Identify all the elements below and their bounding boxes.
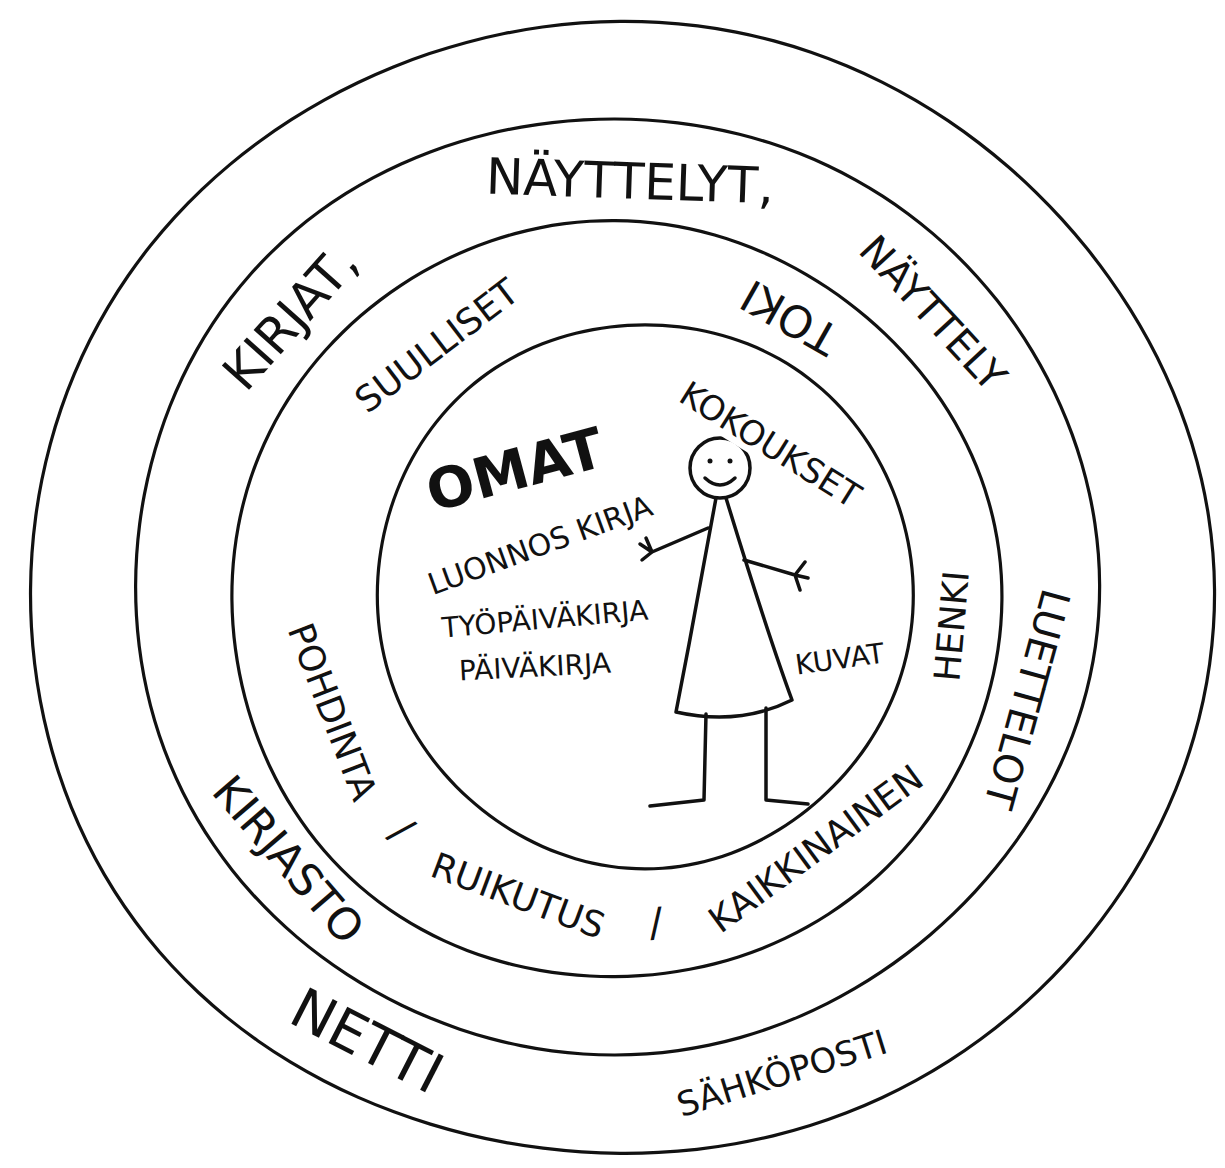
figure-right-leg xyxy=(766,708,808,804)
ring-label: TOKI xyxy=(730,269,849,365)
ring-line xyxy=(377,325,913,869)
center-circle: OMATKOKOUKSETLUONNOS KIRJATYÖPÄIVÄKIRJAP… xyxy=(377,323,913,867)
ring-line xyxy=(232,221,1002,977)
outer-ring: NETTI SÄHKÖPOSTI KIRJAT, NÄYTTELYT, NÄYTTELY… xyxy=(28,24,1212,1156)
figure-eye xyxy=(708,459,713,464)
ring-label: PÄIVÄKIRJA xyxy=(455,648,614,687)
ring-label: NETTI xyxy=(279,976,456,1107)
ring-label: SUULLISET xyxy=(345,270,528,423)
ring-label: / xyxy=(644,899,667,944)
figure-left-leg xyxy=(650,714,706,806)
ring-line xyxy=(31,21,1215,1153)
figure-eye xyxy=(728,459,733,464)
ring-label: OMAT xyxy=(417,416,613,524)
figure-smile xyxy=(705,478,735,485)
ring-label: NÄYTTELYT, xyxy=(482,149,778,214)
figure-right-arm xyxy=(744,560,808,590)
ring-label: SÄHKÖPOSTI xyxy=(669,1022,894,1125)
inner-ring: SUULLISETTOKIHENKIPOHDINTA/RUIKUTUS/KAIK… xyxy=(230,222,1000,978)
figure-left-arm xyxy=(640,528,708,560)
ring-label: KUVAT xyxy=(791,638,890,682)
ring-label: / xyxy=(379,807,424,852)
ring-label: KOKOUKSET xyxy=(670,373,869,517)
ring-label: KAIKKINAINEN xyxy=(699,756,933,942)
ring-label: TYÖPÄIVÄKIRJA xyxy=(438,595,653,644)
ring-line xyxy=(136,119,1100,1055)
figure-body xyxy=(676,498,792,717)
ring-label: LUETTELOT xyxy=(975,582,1079,816)
ring-label: NÄYTTELY xyxy=(849,225,1017,401)
ring-label: HENKI xyxy=(927,566,977,686)
middle-ring: KIRJAT,NÄYTTELYT,NÄYTTELYLUETTELOTKIRJAS… xyxy=(133,117,1097,1053)
ring-label: KIRJAT, xyxy=(211,232,371,402)
ring-label: POHDINTA xyxy=(279,615,385,809)
